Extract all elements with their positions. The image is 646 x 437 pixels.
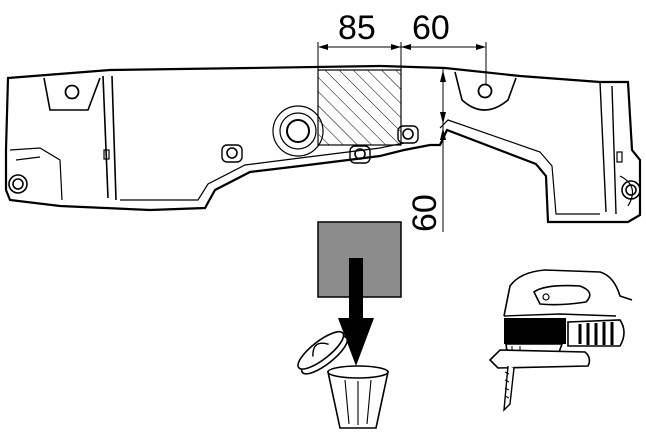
jigsaw-icon	[488, 269, 633, 412]
arrow-down-icon	[338, 258, 374, 366]
dimension-horizontal	[317, 42, 487, 84]
housing-part	[4, 64, 642, 224]
waste-bin-icon	[297, 330, 389, 429]
dimension-vertical	[440, 68, 446, 232]
screw-hole	[621, 180, 641, 200]
screw-hole	[349, 145, 371, 164]
screw-hole	[8, 174, 28, 194]
spindle-boss	[272, 105, 324, 157]
screw-hole	[221, 144, 243, 163]
dimension-label-60-vertical: 60	[406, 194, 444, 232]
dimension-label-60-top: 60	[412, 9, 450, 47]
cut-region	[317, 69, 402, 146]
screw-hole	[477, 83, 493, 99]
screw-hole	[64, 84, 80, 100]
dimension-label-85: 85	[338, 9, 376, 47]
